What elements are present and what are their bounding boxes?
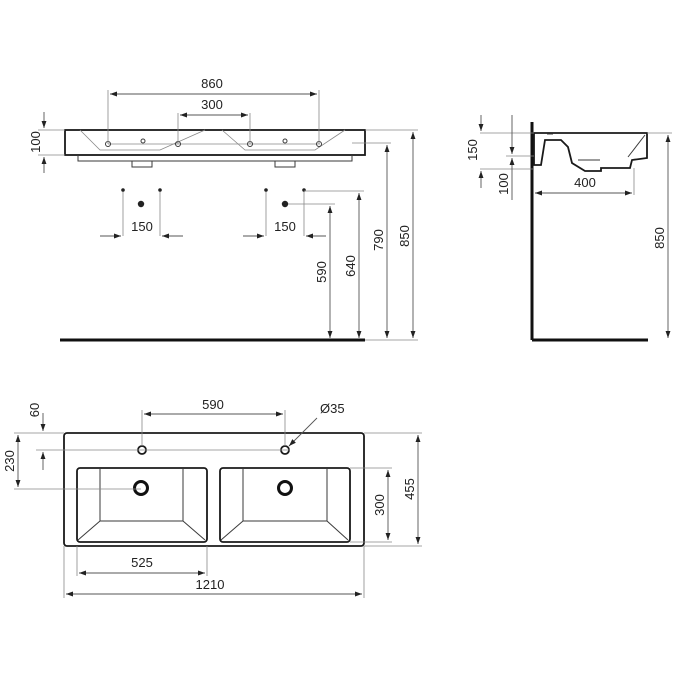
- dim-side-projection: 400: [574, 175, 596, 190]
- front-view: 860 300 100 150 150: [28, 76, 418, 342]
- plan-view: 60 230 590 Ø35 300 455 525 1210: [2, 397, 422, 598]
- dim-overall-width: 1210: [196, 577, 225, 592]
- basin-side-profile: [533, 132, 648, 172]
- left-bowl: [76, 467, 208, 543]
- dim-supply-spacing-right: 150: [274, 219, 296, 234]
- dim-supply-height: 590: [314, 261, 329, 283]
- dim-underside-height: 790: [371, 229, 386, 251]
- dim-side-rim-thickness: 100: [496, 173, 511, 195]
- right-waste-hole: [277, 480, 293, 496]
- dim-side-bowl-depth: 150: [465, 139, 480, 161]
- waste-outlet-right: [274, 160, 296, 168]
- left-waste-hole: [133, 480, 149, 496]
- dim-rim-height: 100: [28, 131, 43, 153]
- dim-inner-tap-spacing: 300: [201, 97, 223, 112]
- dim-waste-offset: 230: [2, 450, 17, 472]
- dim-outer-tap-spacing: 860: [201, 76, 223, 91]
- dim-side-top-height: 850: [652, 227, 667, 249]
- dim-top-height: 850: [397, 225, 412, 247]
- basin-front-outline: [64, 129, 366, 156]
- dim-plan-tap-spacing: 590: [202, 397, 224, 412]
- waste-outlet-left: [131, 160, 153, 168]
- dim-overall-depth: 455: [402, 478, 417, 500]
- dim-waste-height: 640: [343, 255, 358, 277]
- dim-supply-spacing-left: 150: [131, 219, 153, 234]
- dim-tap-hole-diameter: Ø35: [320, 401, 345, 416]
- side-view: 150 100 400 850: [465, 115, 672, 342]
- right-bowl: [219, 467, 351, 543]
- dim-plan-bowl-depth: 300: [372, 494, 387, 516]
- dim-tap-offset: 60: [27, 403, 42, 417]
- basin-plan-outline: [63, 432, 365, 547]
- dim-bowl-width: 525: [131, 555, 153, 570]
